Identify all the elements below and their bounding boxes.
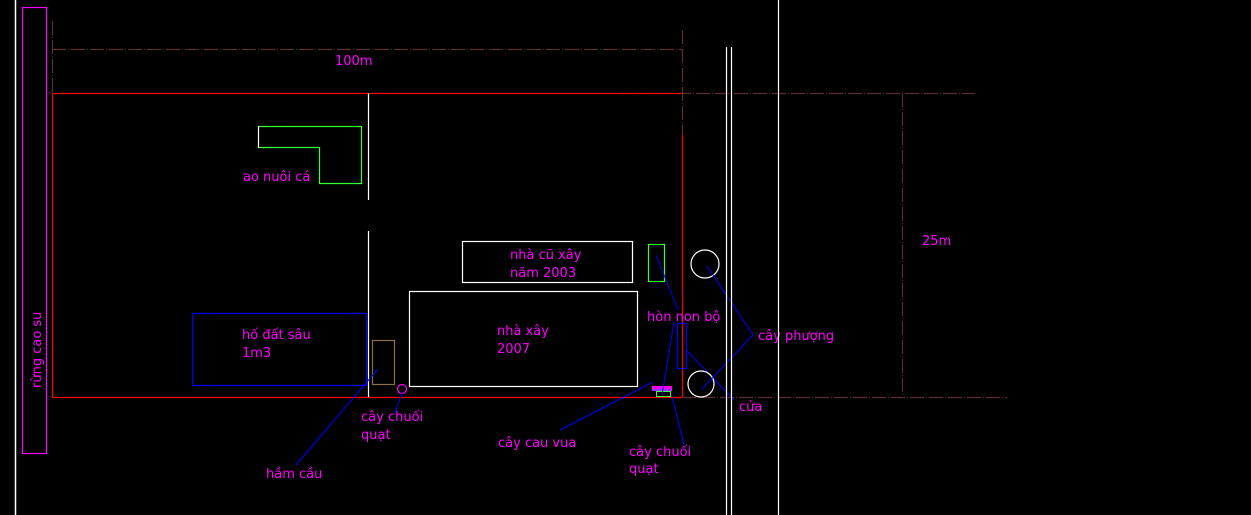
- depth-dimension-label: 25m: [922, 234, 951, 249]
- flame-tree-1: [690, 249, 720, 279]
- flame-tree-leader: [701, 265, 754, 390]
- palm-tree: [652, 386, 672, 389]
- rockery-label: hòn non bộ: [647, 310, 720, 325]
- palm-tree-base: [652, 389, 672, 391]
- rockery-leader: [655, 254, 679, 311]
- gate: [676, 322, 688, 370]
- old-house-label-1: nhà cũ xây: [510, 248, 582, 263]
- palm-leader: [559, 381, 654, 431]
- flame-tree-2: [687, 370, 715, 398]
- fish-pond-label: ao nuôi cá: [243, 170, 310, 185]
- banana-tree-2: [656, 391, 671, 397]
- rockery: [647, 243, 666, 283]
- septic-label: hầm cầu: [266, 467, 322, 482]
- palm-label: cây cau vua: [498, 436, 576, 451]
- banana-1-label-1: cây chuối: [361, 410, 423, 425]
- earth-pit-label-1: hố đất sâu: [242, 328, 311, 343]
- fish-pond: [258, 125, 363, 185]
- old-house-label-2: năm 2003: [510, 266, 576, 281]
- banana-tree-1: [396, 383, 408, 395]
- old-house: [461, 240, 634, 284]
- banana-1-label-2: quạt: [361, 428, 391, 443]
- banana-2-leader: [671, 396, 685, 446]
- rubber-forest-strip: [21, 6, 48, 455]
- flame-tree-label: cây phượng: [758, 329, 834, 344]
- new-house-label-1: nhà xây: [497, 324, 549, 339]
- banana-1-leader: [394, 392, 403, 414]
- banana-2-label-1: cây chuối: [629, 445, 691, 460]
- new-house: [408, 290, 639, 388]
- septic-leader: [295, 368, 379, 466]
- banana-2-label-2: quạt: [629, 462, 659, 477]
- rubber-forest-label: rừng cao su: [30, 312, 45, 388]
- width-dimension-label: 100m: [335, 54, 372, 69]
- gate-label: cửa: [739, 400, 762, 415]
- earth-pit: [191, 312, 368, 387]
- septic-tank: [371, 339, 396, 386]
- new-house-label-2: 2007: [497, 342, 530, 357]
- earth-pit-label-2: 1m3: [242, 346, 271, 361]
- rockery-leader-2: [661, 321, 675, 396]
